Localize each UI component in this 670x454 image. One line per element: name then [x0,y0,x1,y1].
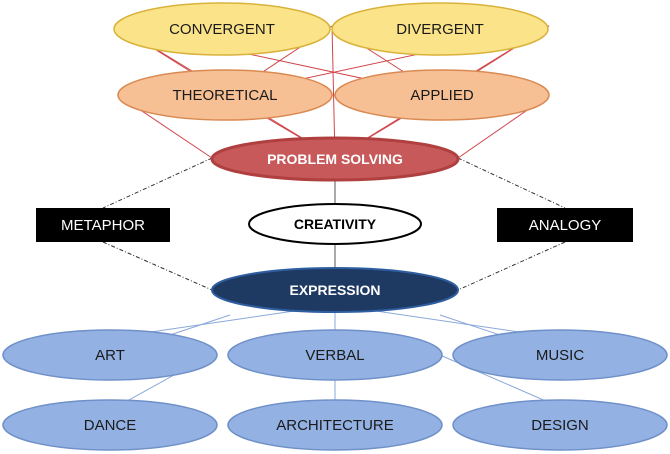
node-verbal: VERBAL [227,329,443,381]
label-divergent: DIVERGENT [396,21,484,38]
label-creativity: CREATIVITY [294,216,377,232]
node-divergent: DIVERGENT [331,2,549,56]
label-problem-solving: PROBLEM SOLVING [267,151,403,167]
label-theoretical: THEORETICAL [172,87,277,104]
label-architecture: ARCHITECTURE [276,417,394,434]
node-theoretical: THEORETICAL [117,69,333,121]
label-applied: APPLIED [410,87,474,104]
node-design: DESIGN [452,399,668,451]
node-creativity: CREATIVITY [248,203,422,245]
node-expression: EXPRESSION [211,267,459,313]
node-problem-solving: PROBLEM SOLVING [210,136,460,182]
label-convergent: CONVERGENT [169,21,275,38]
label-art: ART [95,347,125,364]
label-music: MUSIC [536,347,585,364]
node-convergent: CONVERGENT [113,2,331,56]
node-metaphor: METAPHOR [36,208,170,242]
label-expression: EXPRESSION [289,282,380,298]
side-connectors [102,157,566,291]
node-art: ART [2,329,218,381]
node-dance: DANCE [2,399,218,451]
label-dance: DANCE [84,417,137,434]
label-analogy: ANALOGY [529,217,602,234]
node-applied: APPLIED [334,69,550,121]
label-metaphor: METAPHOR [61,217,145,234]
node-music: MUSIC [452,329,668,381]
label-verbal: VERBAL [305,347,364,364]
node-architecture: ARCHITECTURE [227,399,443,451]
node-analogy: ANALOGY [497,208,633,242]
label-design: DESIGN [531,417,589,434]
